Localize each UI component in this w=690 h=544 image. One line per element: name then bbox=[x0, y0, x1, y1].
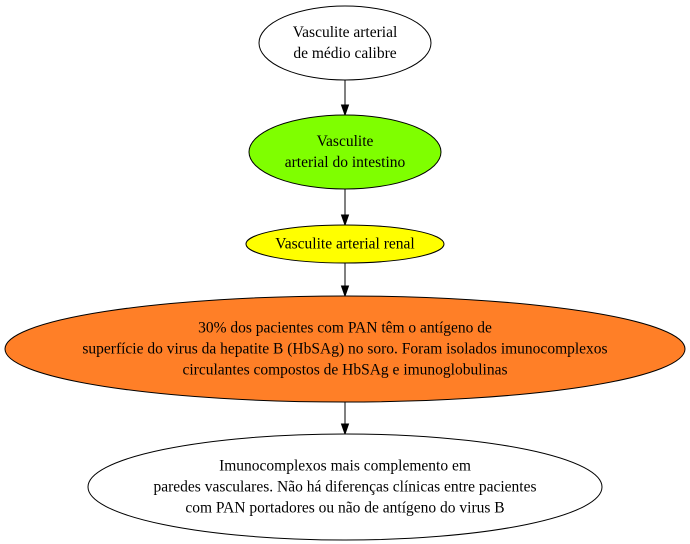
node-vasculite-intestino-label-line: arterial do intestino bbox=[285, 154, 406, 171]
arrowhead-icon bbox=[340, 285, 350, 298]
node-vasculite-renal: Vasculite arterial renal bbox=[245, 224, 445, 264]
node-vasculite-renal-label-line: Vasculite arterial renal bbox=[275, 236, 414, 253]
node-pan-hbsag-label-line: superfície do virus da hepatite B (HbSAg… bbox=[82, 341, 607, 358]
node-pan-hbsag-label-line: circulantes compostos de HbSAg e imunogl… bbox=[182, 362, 507, 379]
node-vasculite-medio-calibre-shape bbox=[258, 5, 432, 81]
edges bbox=[340, 80, 350, 436]
node-vasculite-intestino: Vasculite arterial do intestino bbox=[248, 114, 442, 190]
node-vasculite-renal-shape bbox=[245, 224, 445, 264]
node-imunocomplexos-label-line: Imunocomplexos mais complemento em bbox=[219, 458, 471, 475]
node-imunocomplexos-label-line: com PAN portadores ou não de antígeno do… bbox=[185, 500, 504, 517]
node-vasculite-medio-calibre-label-line: de médio calibre bbox=[293, 45, 396, 62]
arrowhead-icon bbox=[340, 104, 350, 117]
node-pan-hbsag-shape bbox=[4, 295, 686, 403]
node-vasculite-medio-calibre: Vasculite arterial de médio calibre bbox=[258, 5, 432, 81]
edge-arrow bbox=[340, 80, 350, 117]
node-vasculite-intestino-label-line: Vasculite bbox=[317, 133, 374, 150]
node-imunocomplexos-shape bbox=[87, 433, 603, 541]
node-imunocomplexos: Imunocomplexos mais complemento em parede… bbox=[87, 433, 603, 541]
node-vasculite-intestino-shape bbox=[248, 114, 442, 190]
edge-arrow bbox=[340, 402, 350, 436]
node-vasculite-medio-calibre-label-line: Vasculite arterial bbox=[293, 24, 398, 41]
node-imunocomplexos-label-line: paredes vasculares. Não há diferenças cl… bbox=[154, 479, 537, 496]
node-pan-hbsag: 30% dos pacientes com PAN têm o antígeno… bbox=[4, 295, 686, 403]
arrowhead-icon bbox=[340, 214, 350, 227]
node-pan-hbsag-label-line: 30% dos pacientes com PAN têm o antígeno… bbox=[198, 320, 492, 337]
arrowhead-icon bbox=[340, 423, 350, 436]
edge-arrow bbox=[340, 189, 350, 227]
edge-arrow bbox=[340, 263, 350, 298]
